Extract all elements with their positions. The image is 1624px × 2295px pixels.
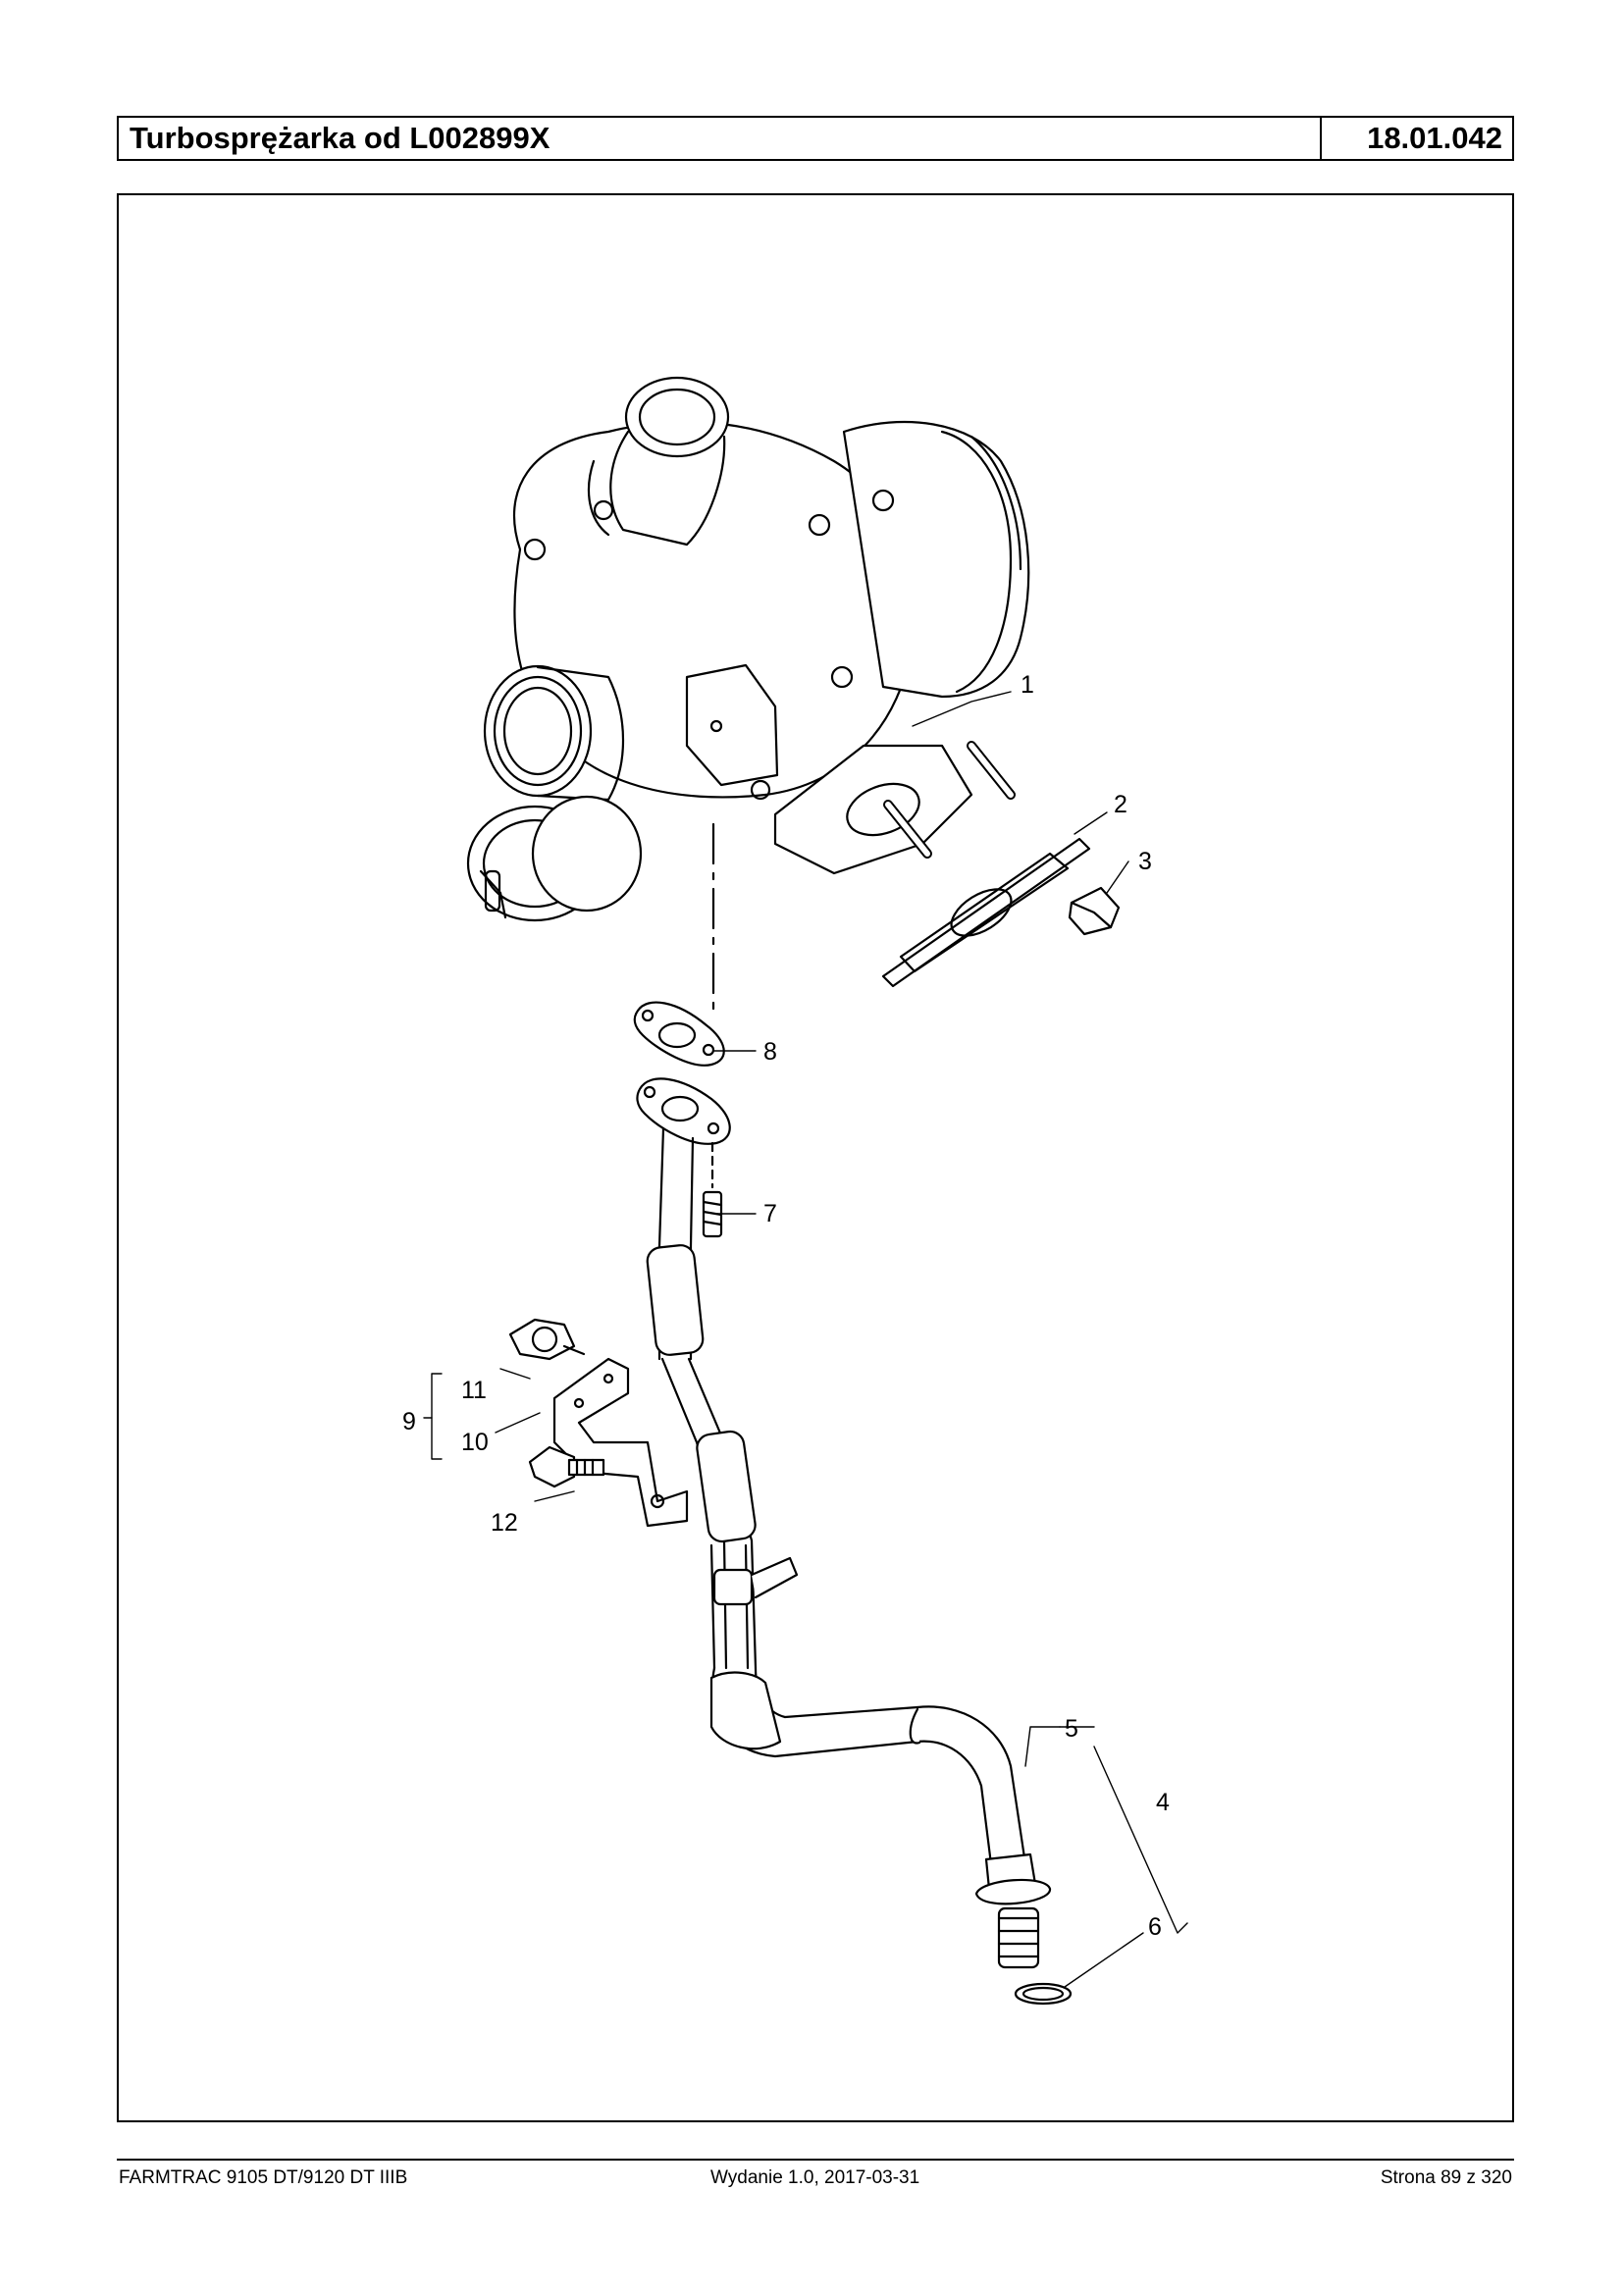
callout-9: 9 bbox=[402, 1408, 416, 1435]
callout-4: 4 bbox=[1156, 1789, 1170, 1816]
bolt-12 bbox=[528, 1445, 605, 1488]
page-header: Turbosprężarka od L002899X 18.01.042 bbox=[117, 116, 1514, 161]
callout-8: 8 bbox=[763, 1038, 777, 1066]
drawing-frame bbox=[117, 193, 1514, 2122]
section-code: 18.01.042 bbox=[1320, 118, 1512, 159]
gasket-2 bbox=[881, 837, 1091, 988]
callout-1: 1 bbox=[1021, 671, 1034, 699]
bracket-10 bbox=[552, 1357, 689, 1528]
footer-model: FARMTRAC 9105 DT/9120 DT IIIB bbox=[119, 2167, 408, 2188]
callout-2: 2 bbox=[1114, 791, 1127, 818]
clip-11 bbox=[508, 1318, 586, 1361]
callout-5: 5 bbox=[1065, 1715, 1078, 1743]
gasket-8 bbox=[633, 1001, 725, 1067]
footer-page-number: Strona 89 z 320 bbox=[1380, 2167, 1512, 2188]
callout-7: 7 bbox=[763, 1200, 777, 1227]
footer-edition: Wydanie 1.0, 2017-03-31 bbox=[710, 2167, 920, 2188]
callout-3: 3 bbox=[1138, 848, 1152, 875]
callout-12: 12 bbox=[491, 1509, 518, 1537]
pipe-flange bbox=[636, 1077, 731, 1145]
turbocharger-assembly bbox=[466, 376, 1030, 922]
screw-7 bbox=[702, 1141, 723, 1238]
callout-6: 6 bbox=[1148, 1913, 1162, 1941]
callout-10: 10 bbox=[461, 1429, 489, 1456]
nut-3 bbox=[1068, 886, 1121, 936]
callout-11: 11 bbox=[461, 1377, 487, 1404]
oil-return-pipe bbox=[646, 1126, 1052, 1969]
page-title: Turbosprężarka od L002899X bbox=[130, 121, 550, 155]
footer-divider bbox=[117, 2159, 1514, 2161]
